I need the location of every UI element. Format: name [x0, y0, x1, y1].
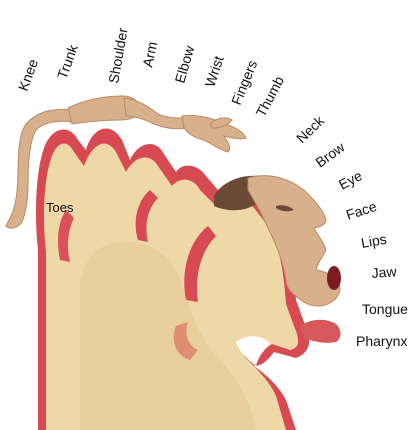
- label-elbow: Elbow: [172, 43, 198, 85]
- label-arm: Arm: [139, 40, 160, 68]
- mouth: [327, 266, 341, 290]
- cortex-inner-matter: [79, 241, 256, 430]
- label-eye: Eye: [336, 167, 365, 193]
- cortex-sulcus-1: [58, 210, 74, 262]
- label-neck: Neck: [293, 112, 328, 146]
- label-toes: Toes: [46, 200, 74, 215]
- arm: [123, 97, 187, 130]
- label-brow: Brow: [312, 138, 348, 170]
- cortex-slice: [36, 128, 310, 430]
- label-knee: Knee: [15, 57, 41, 93]
- label-face: Face: [344, 198, 379, 223]
- label-trunk: Trunk: [54, 41, 81, 81]
- tongue: [300, 319, 341, 343]
- leg: [5, 109, 73, 229]
- homunculus-body: [5, 95, 247, 229]
- cortex-sulcus-2: [135, 190, 158, 242]
- label-lips: Lips: [360, 231, 388, 251]
- label-jaw: Jaw: [371, 263, 398, 281]
- homunculus-head: [214, 175, 341, 307]
- label-fingers: Fingers: [228, 58, 260, 107]
- label-thumb: Thumb: [253, 73, 288, 119]
- label-tongue: Tongue: [362, 301, 408, 317]
- label-shoulder: Shoulder: [105, 26, 131, 84]
- eye: [276, 205, 294, 212]
- cortex-sulcus-3: [184, 226, 216, 302]
- label-pharynx: Pharynx: [356, 333, 407, 349]
- cortex-notch: [236, 336, 270, 366]
- thumb: [209, 117, 233, 129]
- label-wrist: Wrist: [202, 54, 227, 89]
